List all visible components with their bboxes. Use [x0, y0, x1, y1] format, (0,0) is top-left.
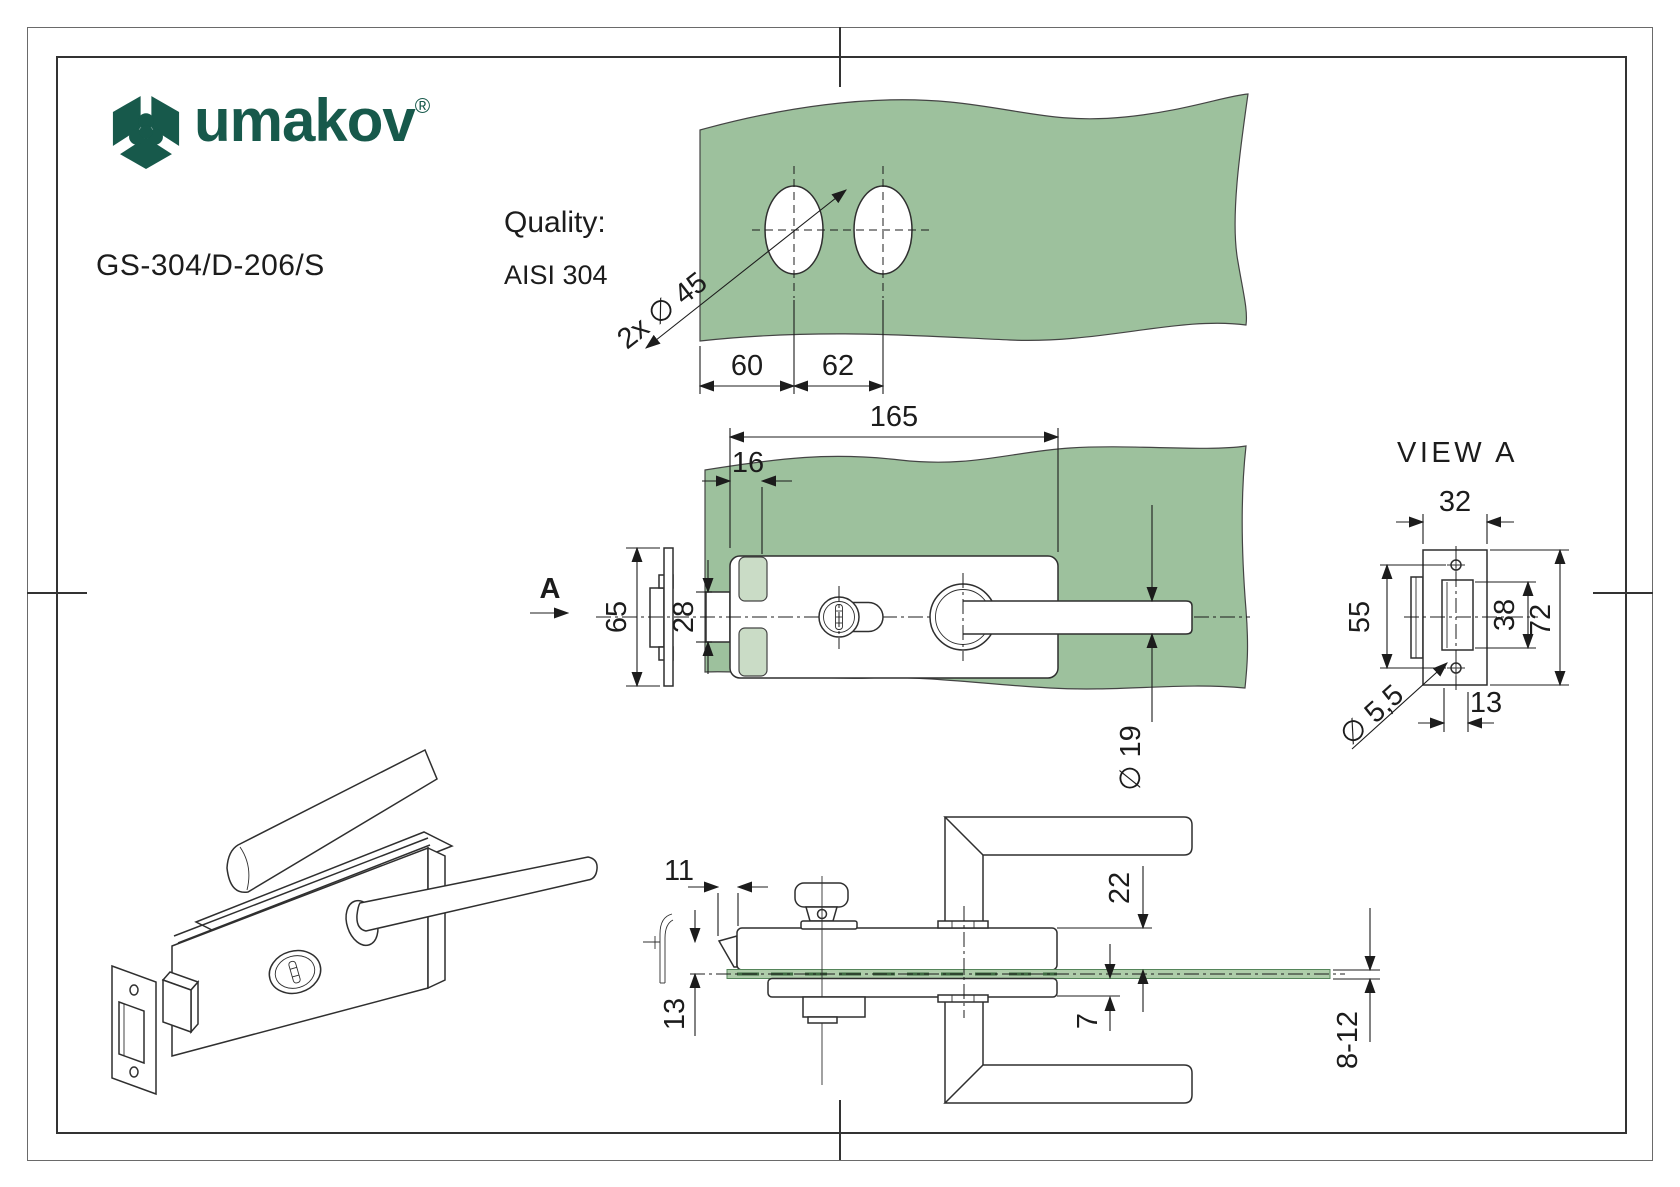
iso-cylinder-inner: [274, 955, 316, 989]
iso-latch-side: [190, 980, 199, 1034]
dim-60: 60: [731, 350, 763, 382]
quality-value: AISI 304: [504, 260, 608, 290]
dim-d19: ∅ 19: [1115, 725, 1147, 791]
dim-72: 72: [1525, 604, 1557, 636]
frame-center-tick-left: [27, 592, 87, 594]
glass-clamp-window-bottom: [738, 627, 768, 677]
quality-label: Quality:: [504, 206, 606, 239]
dim-7: 7: [1072, 1013, 1104, 1029]
dim-55: 55: [1344, 601, 1376, 633]
frame-center-tick-right: [1593, 592, 1653, 594]
thumbturn-knob: [794, 882, 849, 908]
dim-165: 165: [870, 401, 918, 433]
dim-2x-d45: 2x ∅ 45: [612, 266, 714, 355]
dim-13-side: 13: [659, 998, 691, 1030]
cylinder-housing-side: [802, 996, 866, 1018]
iso-latch-front: [162, 978, 192, 1034]
upper-lever: [943, 816, 1193, 856]
top-view-glass-panel: 60 62 2x ∅ 45: [612, 93, 1249, 394]
dim-22: 22: [1104, 872, 1136, 904]
dim-16: 16: [732, 447, 764, 479]
brand-text: umakov: [194, 87, 416, 154]
frame-center-tick-bottom: [839, 1100, 841, 1160]
iso-key-slot: [288, 960, 301, 984]
dim-13-viewa: 13: [1470, 687, 1502, 719]
side-section-view: 11 13 22 7 8-12: [643, 816, 1380, 1104]
view-a-title: VIEW A: [1397, 437, 1518, 469]
cylinder-end: [807, 1016, 838, 1024]
dim-11: 11: [664, 855, 694, 887]
isometric-view: [111, 748, 598, 1096]
key-slot: [835, 604, 843, 630]
iso-strike-opening: [118, 1000, 145, 1065]
brand-wordmark: umakov®: [194, 86, 430, 155]
umakov-logo-icon: [105, 88, 187, 170]
upper-clamp-body: [736, 927, 1058, 971]
dim-d5-5: ∅ 5,5: [1334, 679, 1410, 752]
glass-clamp-window-top: [738, 556, 768, 602]
upper-handle-collar: [937, 920, 989, 929]
dim-28: 28: [668, 601, 700, 633]
dim-65: 65: [601, 601, 633, 633]
thumbturn-flange: [800, 920, 858, 930]
iso-lock-body-side: [427, 846, 446, 990]
lower-lever: [943, 1064, 1193, 1104]
iso-strike-screw-bottom: [129, 1066, 139, 1078]
frame-center-tick-top: [839, 27, 841, 87]
registered-mark: ®: [414, 95, 431, 118]
lower-clamp-body: [767, 977, 1058, 998]
frame-inner-border: [56, 56, 1627, 1134]
dim-32: 32: [1439, 486, 1471, 518]
view-a-arrow-label: A: [540, 573, 561, 605]
view-a-strike-plate: VIEW A 32 55: [1334, 437, 1569, 752]
dim-62: 62: [822, 350, 854, 382]
lower-handle-collar: [937, 994, 989, 1003]
dim-8-12: 8-12: [1332, 1011, 1364, 1069]
iso-near-handle: [356, 856, 598, 932]
iso-strike-screw-top: [129, 984, 139, 996]
product-code: GS-304/D-206/S: [96, 249, 325, 282]
front-view-lock-on-glass: 165 16 65 28 ∅ 19 A: [530, 401, 1250, 791]
latch-bolt-side: [717, 935, 738, 968]
handle-bar-front: [963, 600, 1193, 635]
iso-back-handle: [226, 748, 438, 894]
dim-38: 38: [1489, 599, 1521, 631]
